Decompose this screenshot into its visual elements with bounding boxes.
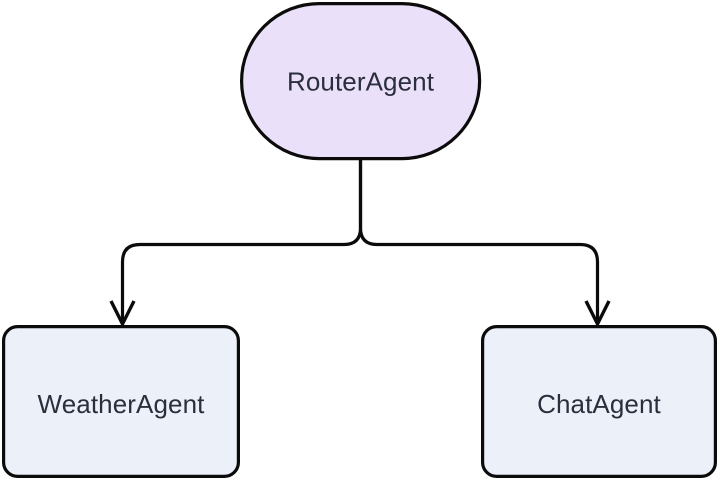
node-chat-agent-label: ChatAgent xyxy=(537,389,661,419)
edge-router-to-chat[interactable] xyxy=(358,160,611,328)
node-weather-agent[interactable]: WeatherAgent xyxy=(1,325,241,479)
node-weather-agent-shape xyxy=(1,325,241,479)
edge-router-to-weather-arrowhead xyxy=(109,300,136,328)
node-router-agent[interactable]: RouterAgent xyxy=(240,1,482,161)
node-router-agent-label: RouterAgent xyxy=(287,67,435,97)
edge-router-to-chat-arrowhead xyxy=(584,300,611,328)
node-chat-agent-shape xyxy=(481,325,718,479)
edge-router-to-weather-line xyxy=(120,160,363,322)
node-chat-agent[interactable]: ChatAgent xyxy=(481,325,718,479)
edge-router-to-chat-line xyxy=(358,160,600,322)
node-router-agent-shape xyxy=(240,1,482,161)
edge-layer xyxy=(109,160,611,328)
edge-router-to-weather[interactable] xyxy=(109,160,363,328)
node-weather-agent-label: WeatherAgent xyxy=(38,389,206,419)
node-layer: RouterAgent WeatherAgent ChatAgent xyxy=(1,1,718,479)
